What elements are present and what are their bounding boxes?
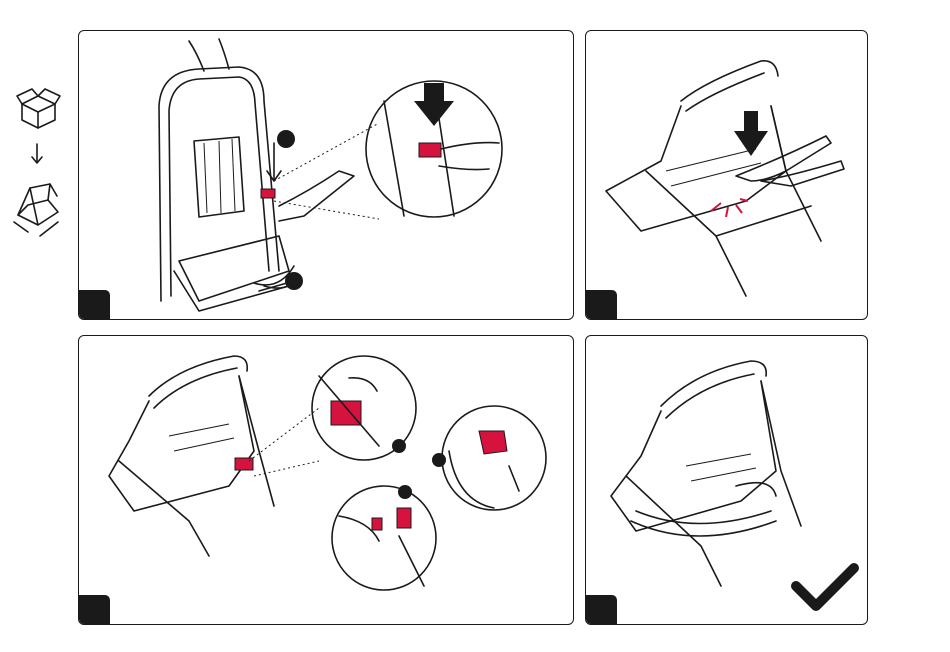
sidebar: [0, 0, 75, 652]
step-badge-2: [585, 290, 617, 320]
step-badge-3: [78, 595, 110, 625]
checkmark-icon: [586, 336, 868, 625]
panel-4: [585, 335, 868, 625]
panel-3: [78, 335, 574, 625]
panel-2: [585, 30, 868, 320]
panel-1-illustration: [79, 31, 574, 320]
box-icon: [0, 0, 75, 652]
step-badge-1: [78, 290, 110, 320]
panel-3-illustration: [79, 336, 574, 625]
panel-2-illustration: [586, 31, 868, 320]
panel-1: [78, 30, 574, 320]
step-badge-4: [585, 595, 617, 625]
